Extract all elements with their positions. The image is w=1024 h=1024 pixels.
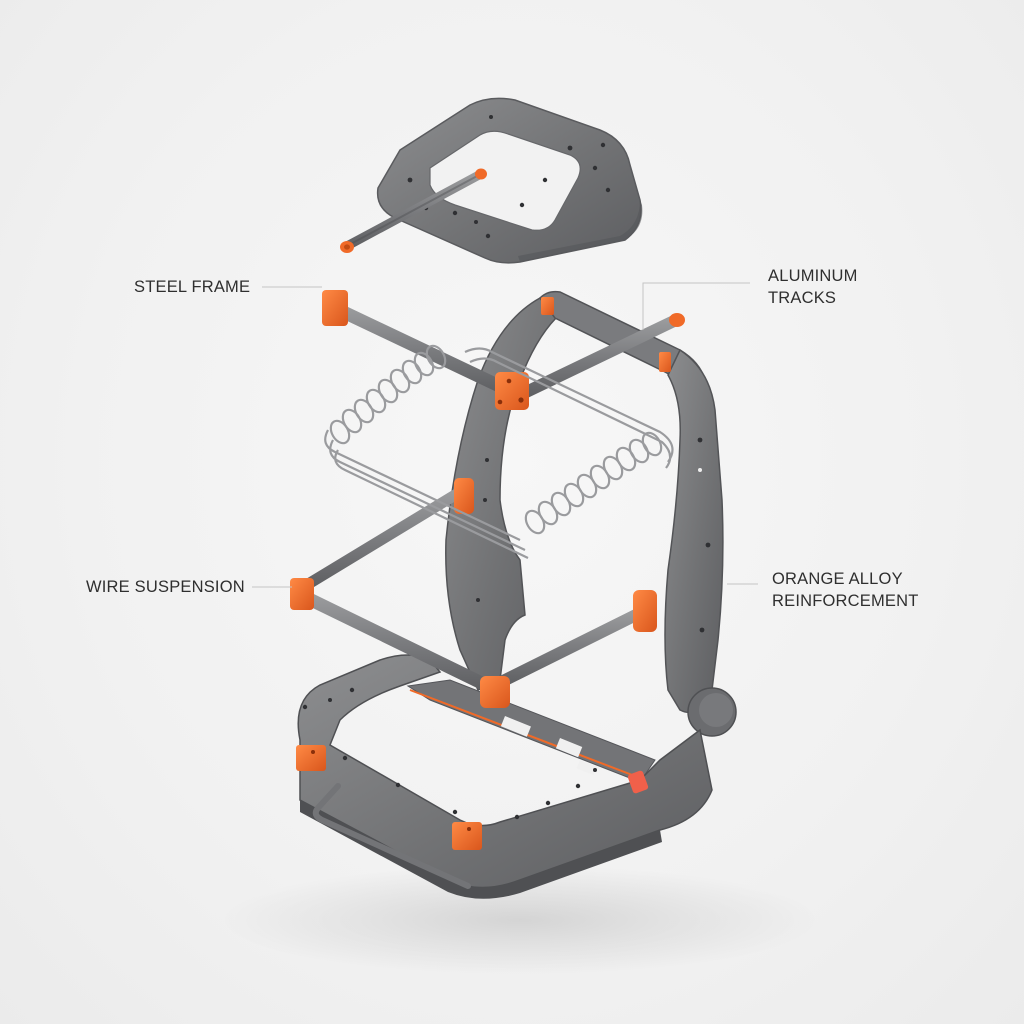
seat-pan-plate xyxy=(406,679,656,783)
headrest-opening xyxy=(429,130,581,231)
lower-cross-tube xyxy=(296,589,499,695)
backrest-right-upright xyxy=(664,348,724,714)
lower-side-tube xyxy=(299,486,466,592)
seat-base xyxy=(296,654,713,899)
leader-aluminum-tracks xyxy=(642,282,750,330)
headrest-rod xyxy=(342,170,484,251)
tube-frame xyxy=(290,290,685,708)
seat-front-clip-right xyxy=(452,822,482,850)
floor-shadow xyxy=(220,865,820,975)
front-handle-bar xyxy=(312,783,471,889)
upper-bracket-center xyxy=(495,372,529,410)
callout-orange-alloy-reinforcement: ORANGE ALLOY REINFORCEMENT xyxy=(772,570,919,610)
wire-suspension-springs xyxy=(324,344,674,559)
backrest-top-clip-left xyxy=(541,297,554,315)
lower-bracket-left xyxy=(290,578,314,610)
upper-cross-tube xyxy=(328,301,519,399)
leader-lines xyxy=(252,282,758,588)
callout-steel-frame: STEEL FRAME xyxy=(134,278,251,296)
lower-rear-tube xyxy=(489,606,648,691)
coil-spring-lower xyxy=(524,431,663,535)
recliner-lever xyxy=(627,770,649,794)
upper-bracket-left xyxy=(322,290,348,326)
headrest-holes xyxy=(407,115,611,239)
mid-bracket xyxy=(454,478,474,514)
lower-bracket-right xyxy=(633,590,657,632)
backrest-top-clip-right xyxy=(659,352,671,372)
seat-front-clip-left xyxy=(296,745,326,771)
callout-wire-suspension: WIRE SUSPENSION xyxy=(86,578,245,596)
headrest-assembly xyxy=(340,97,643,264)
lower-bracket-center xyxy=(480,676,510,708)
callout-aluminum-tracks: ALUMINUM TRACKS xyxy=(768,267,858,307)
coil-spring-upper xyxy=(329,344,447,445)
headrest-rod-cap-right xyxy=(475,168,487,180)
upper-side-tube xyxy=(514,314,682,401)
